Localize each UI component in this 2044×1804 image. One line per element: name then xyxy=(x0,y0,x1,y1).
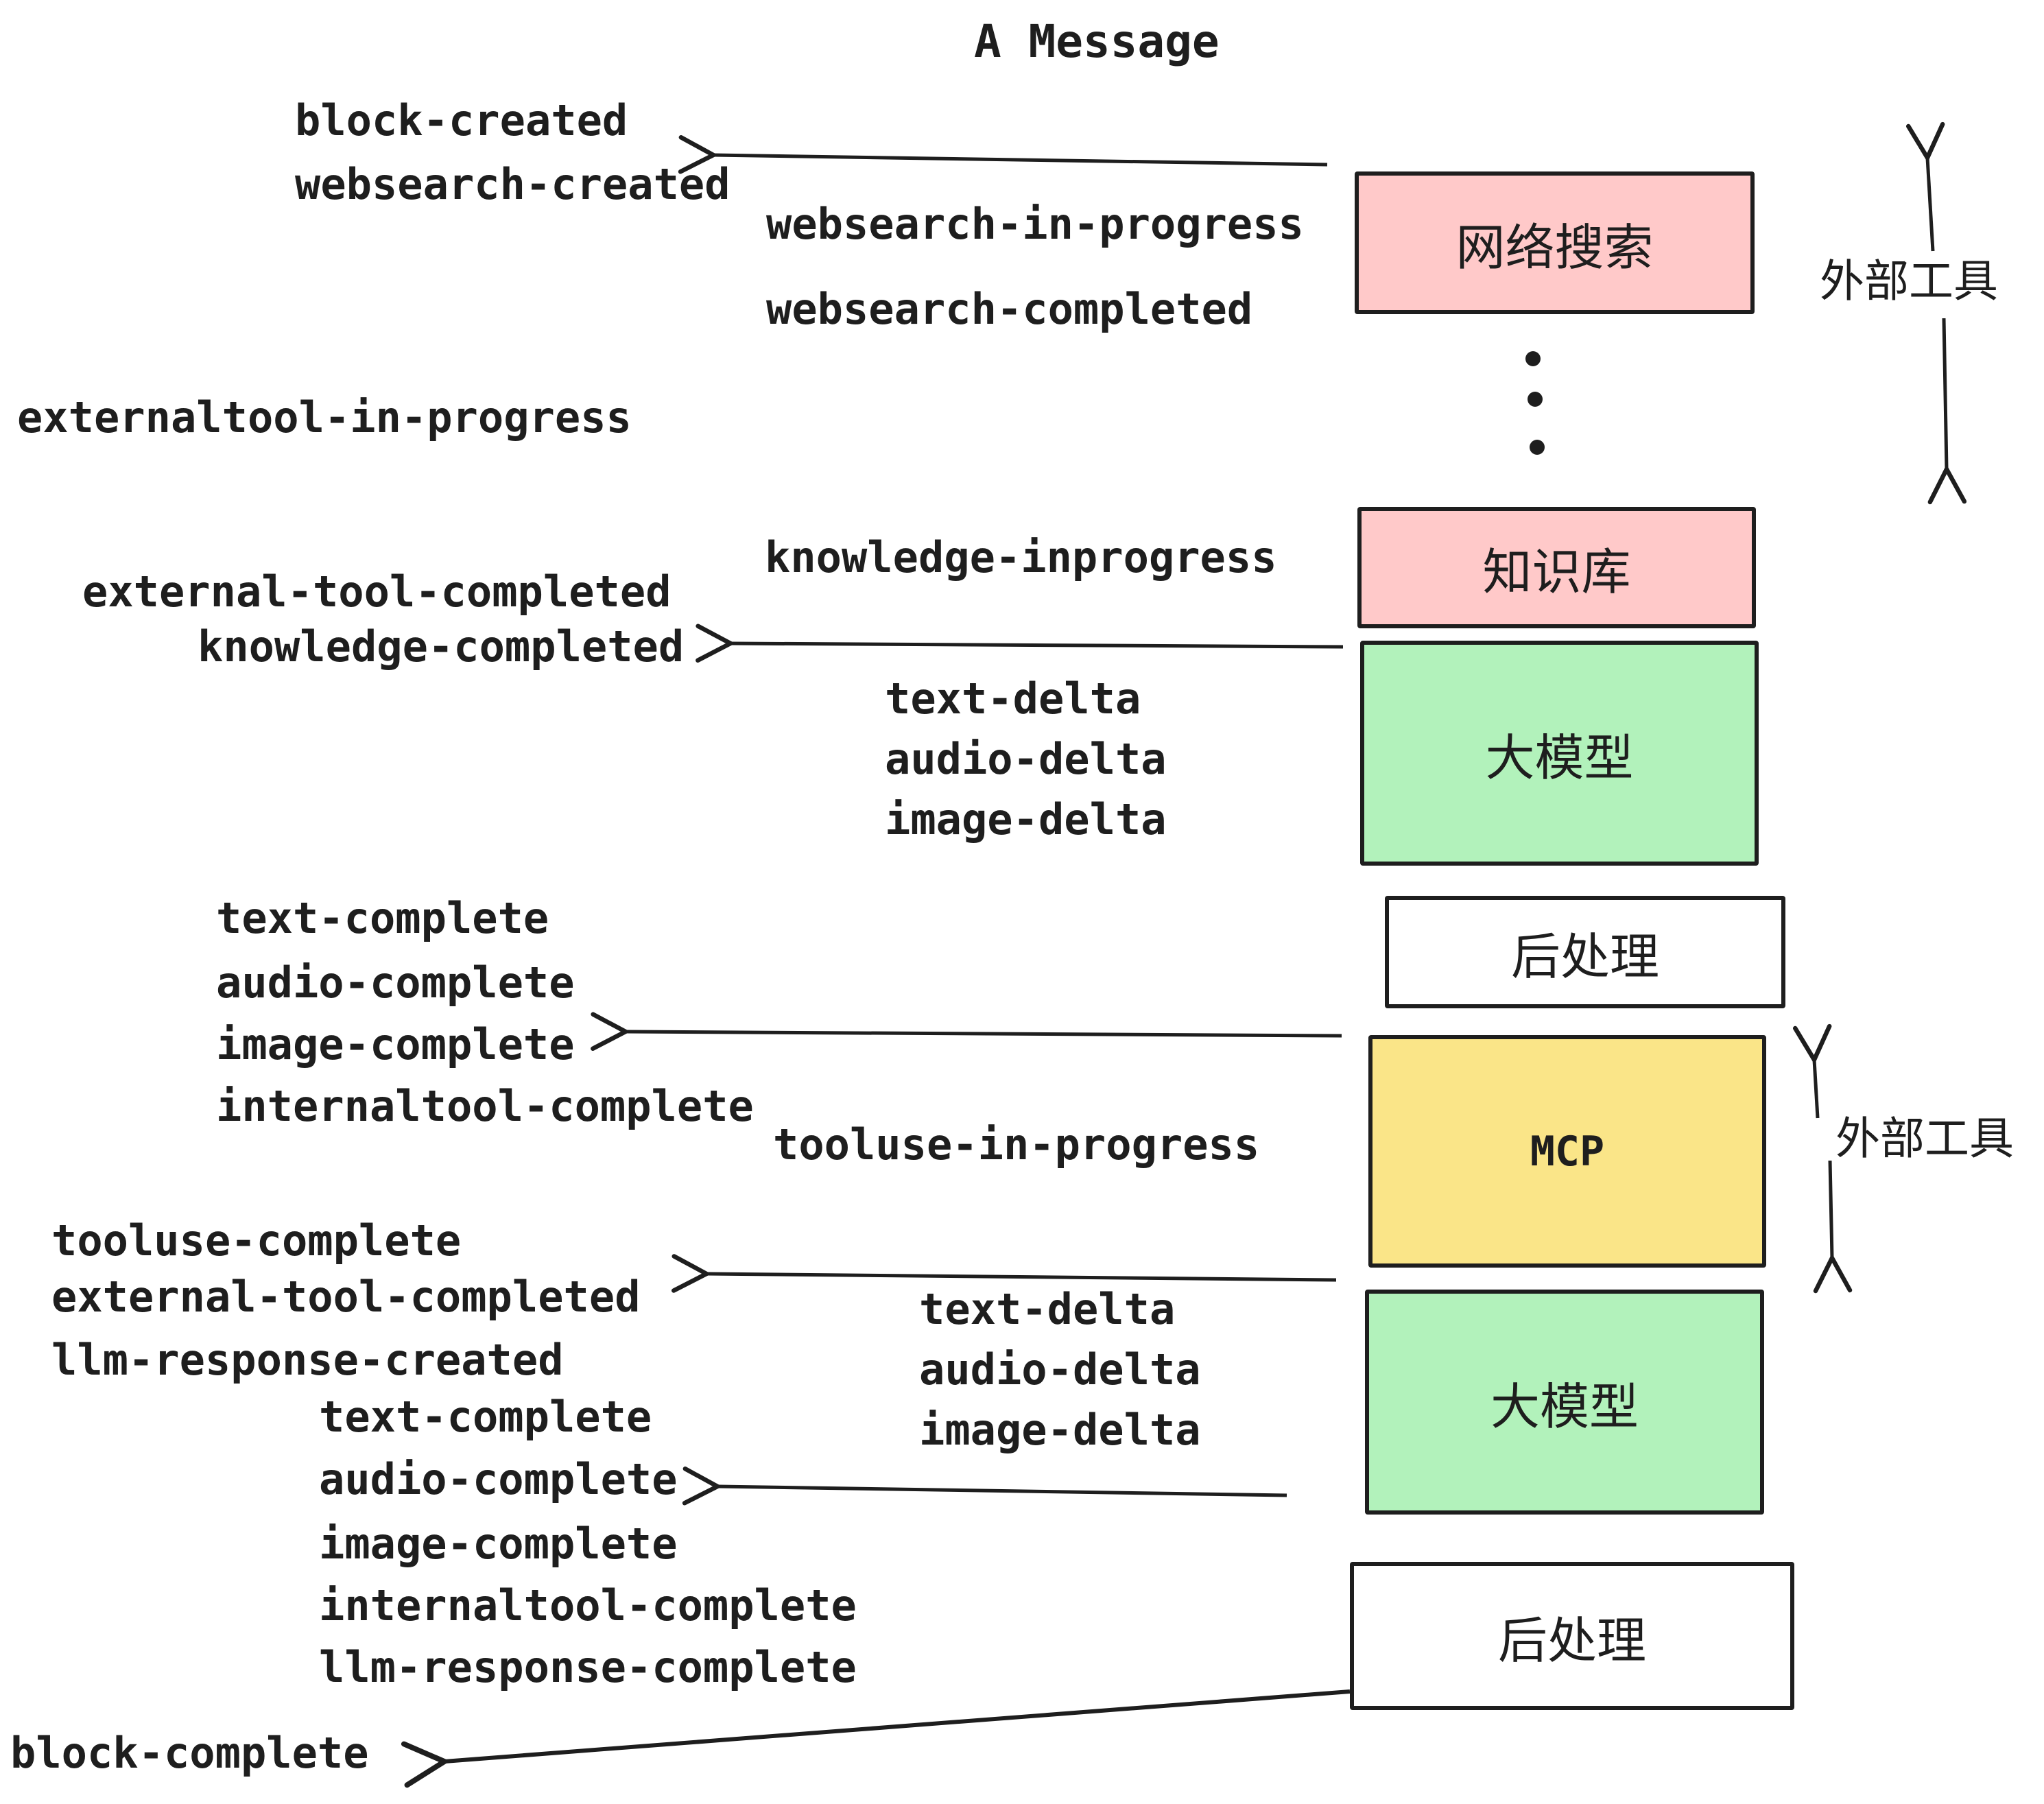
event-external-tool-completed-2: external-tool-completed xyxy=(51,1272,641,1322)
side-label-external-tools-2: 外部工具 xyxy=(1835,1113,2015,1165)
event-externaltool-in-progress: externaltool-in-progress xyxy=(17,392,632,442)
event-websearch-created: websearch-created xyxy=(295,159,730,209)
event-internaltool-complete-2: internaltool-complete xyxy=(319,1580,857,1630)
event-image-complete-2: image-complete xyxy=(319,1519,678,1569)
box-llm-2-label: 大模型 xyxy=(1490,1377,1639,1436)
box-mcp: MCP xyxy=(1368,1035,1766,1268)
event-block-complete: block-complete xyxy=(10,1728,369,1778)
event-block-created: block-created xyxy=(295,95,628,145)
arrow-external-tools-down-1 xyxy=(1927,318,1967,505)
event-image-delta-1: image-delta xyxy=(885,794,1167,844)
event-internaltool-complete-1: internaltool-complete xyxy=(216,1081,754,1131)
event-image-delta-2: image-delta xyxy=(919,1405,1201,1455)
arrow-internal-complete xyxy=(591,1012,1342,1051)
event-llm-response-created: llm-response-created xyxy=(51,1335,564,1385)
box-websearch-label: 网络搜索 xyxy=(1455,218,1654,276)
event-audio-delta-2: audio-delta xyxy=(919,1344,1201,1394)
event-websearch-in-progress: websearch-in-progress xyxy=(766,199,1304,249)
event-llm-response-complete: llm-response-complete xyxy=(319,1642,857,1692)
arrow-external-tools-up-2 xyxy=(1793,1023,1832,1119)
box-websearch: 网络搜索 xyxy=(1355,171,1755,314)
side-label-external-tools-1: 外部工具 xyxy=(1820,256,1999,307)
box-post-1: 后处理 xyxy=(1385,896,1785,1008)
arrow-block-created xyxy=(678,135,1328,174)
event-external-tool-completed: external-tool-completed xyxy=(82,567,672,617)
event-audio-complete-2: audio-complete xyxy=(319,1454,678,1504)
event-text-delta-1: text-delta xyxy=(885,674,1141,724)
event-websearch-completed: websearch-completed xyxy=(766,284,1253,334)
event-text-complete-1: text-complete xyxy=(216,893,549,943)
event-audio-delta-1: audio-delta xyxy=(885,734,1167,784)
event-tooluse-complete: tooluse-complete xyxy=(51,1215,462,1266)
box-knowledge: 知识库 xyxy=(1357,507,1756,628)
event-text-delta-2: text-delta xyxy=(919,1284,1176,1334)
box-llm-2: 大模型 xyxy=(1365,1290,1764,1515)
box-post-1-label: 后处理 xyxy=(1510,927,1659,986)
arrow-llm2-complete xyxy=(682,1467,1287,1506)
event-audio-complete-1: audio-complete xyxy=(216,958,575,1008)
box-llm-1-label: 大模型 xyxy=(1485,728,1634,787)
box-post-2-label: 后处理 xyxy=(1497,1611,1646,1670)
event-tooluse-in-progress: tooluse-in-progress xyxy=(773,1119,1260,1170)
box-knowledge-label: 知识库 xyxy=(1482,543,1631,601)
ellipsis-dots xyxy=(1525,351,1545,455)
arrow-tooluse-complete xyxy=(672,1254,1337,1293)
box-llm-1: 大模型 xyxy=(1360,641,1759,866)
arrow-knowledge-completed xyxy=(696,624,1344,663)
arrow-block-complete xyxy=(401,1689,1351,1788)
diagram-title: A Message xyxy=(974,15,1220,68)
box-post-2: 后处理 xyxy=(1350,1562,1794,1710)
event-knowledge-inprogress: knowledge-inprogress xyxy=(765,532,1277,582)
event-knowledge-completed: knowledge-completed xyxy=(198,621,685,672)
arrow-external-tools-down-2 xyxy=(1813,1160,1853,1294)
box-mcp-label: MCP xyxy=(1530,1127,1605,1176)
arrow-external-tools-up-1 xyxy=(1906,121,1945,252)
event-text-complete-2: text-complete xyxy=(319,1392,652,1442)
event-image-complete-1: image-complete xyxy=(216,1019,575,1069)
